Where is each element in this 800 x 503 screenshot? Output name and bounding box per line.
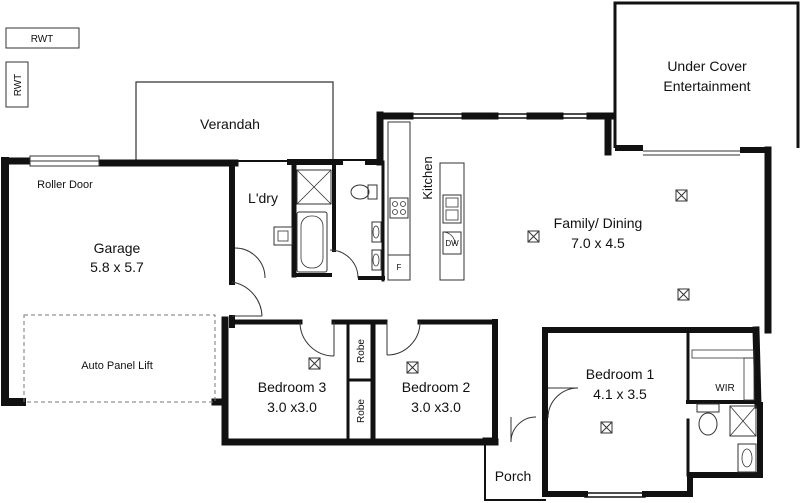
cooktop [389, 197, 409, 219]
robe-top: Robe [356, 339, 367, 363]
bathroom-door-swing [329, 249, 359, 279]
front-door-swing [510, 416, 537, 443]
walk-in-robe: WIR [691, 349, 755, 401]
bathroom [296, 169, 359, 279]
ceiling-lights [308, 189, 690, 434]
light-icon [600, 421, 613, 434]
roller-door: Roller Door [29, 155, 100, 191]
under-cover-label-line1: Under Cover [667, 58, 747, 74]
garage-label: Garage [94, 240, 141, 256]
under-cover-label-line2: Entertainment [663, 78, 750, 94]
shower [296, 169, 332, 205]
rainwater-tank-vertical: RWT [5, 61, 29, 108]
family-dining-size: 7.0 x 4.5 [571, 235, 625, 251]
interior-walls [229, 159, 758, 477]
kitchen-sink [442, 194, 462, 224]
rwt-label: RWT [13, 74, 24, 97]
bedroom-2-size: 3.0 x3.0 [411, 399, 461, 415]
robe-label: Robe [356, 399, 367, 423]
bedroom-3: Bedroom 3 3.0 x3.0 [258, 321, 335, 415]
exterior-walls [1, 111, 772, 501]
bedroom-1-label: Bedroom 1 [586, 366, 655, 382]
garage-size: 5.8 x 5.7 [90, 259, 144, 275]
bedroom-1-door-swing [547, 387, 579, 419]
bedroom-3-size: 3.0 x3.0 [267, 399, 317, 415]
toilet-cistern [367, 184, 378, 200]
fridge-label: F [397, 263, 402, 272]
auto-panel-lift-label: Auto Panel Lift [81, 360, 153, 372]
bedroom-2-door-swing [386, 321, 421, 356]
light-icon [406, 361, 419, 374]
ensuite [696, 403, 757, 473]
garage: Garage 5.8 x 5.7 Auto Panel Lift [23, 240, 216, 403]
bedroom-1-size: 4.1 x 3.5 [593, 386, 647, 402]
light-icon [308, 357, 321, 370]
laundry-tub [273, 226, 293, 246]
under-cover-entertainment: Under Cover Entertainment [613, 1, 800, 156]
verandah: Verandah [135, 81, 334, 161]
bedroom-2-label: Bedroom 2 [402, 379, 471, 395]
kitchen-bench [387, 121, 411, 281]
garage-door-swing [231, 281, 263, 317]
light-icon [675, 189, 688, 202]
porch-label: Porch [495, 468, 532, 484]
kitchen: F Kitchen DW [387, 121, 465, 281]
island-bench [439, 162, 465, 281]
robe-bottom: Robe [356, 399, 367, 423]
light-icon [677, 288, 690, 301]
ensuite-cistern [696, 403, 720, 413]
wir-label: WIR [715, 383, 734, 394]
dishwasher-label: DW [445, 239, 459, 248]
ensuite-shower [729, 405, 757, 437]
bedroom-1: Bedroom 1 4.1 x 3.5 [547, 366, 655, 419]
kitchen-label: Kitchen [420, 156, 435, 199]
laundry-door-swing [234, 247, 266, 279]
ensuite-toilet-icon [698, 412, 718, 436]
family-dining: Family/ Dining 7.0 x 4.5 [554, 215, 643, 251]
ensuite-vanity [737, 443, 757, 473]
dishwasher [442, 231, 462, 255]
toilet-icon [350, 184, 370, 200]
bathtub [296, 211, 328, 273]
light-icon [527, 230, 540, 243]
rwt-label: RWT [31, 34, 54, 45]
bedroom-2: Bedroom 2 3.0 x3.0 [386, 321, 471, 415]
roller-door-label: Roller Door [37, 179, 93, 191]
porch: Porch [495, 416, 537, 484]
rainwater-tank-horizontal: RWT [5, 27, 80, 49]
bedroom-3-door-swing [299, 321, 335, 357]
robe-label: Robe [356, 339, 367, 363]
family-dining-label: Family/ Dining [554, 215, 643, 231]
verandah-label: Verandah [200, 116, 260, 132]
bedroom-3-label: Bedroom 3 [258, 379, 327, 395]
wc [350, 184, 382, 271]
fridge-space [387, 254, 411, 281]
vanity-basin [371, 221, 382, 243]
laundry: L'dry [231, 190, 293, 317]
laundry-label: L'dry [248, 190, 278, 206]
